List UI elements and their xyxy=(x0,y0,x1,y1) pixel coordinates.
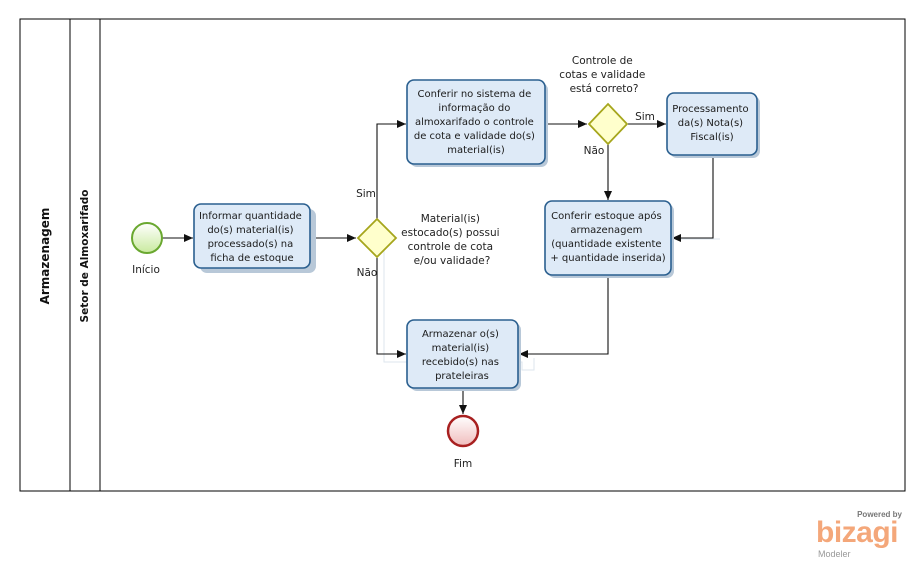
lane-label: Setor de Almoxarifado xyxy=(79,190,91,323)
end-event-label: Fim xyxy=(454,458,472,470)
task-processamento-text: Processamento da(s) Nota(s) Fiscal(is) xyxy=(672,104,752,143)
flow-g1-nao-to-armazenar[interactable] xyxy=(376,258,406,358)
gateway-g1[interactable]: Material(is) estocado(s) possui controle… xyxy=(356,188,503,279)
gateway-g2-no-label: Não xyxy=(584,145,605,157)
start-event-circle[interactable] xyxy=(131,222,163,254)
brand-product-text: Modeler xyxy=(818,549,851,559)
task-processamento[interactable]: Processamento da(s) Nota(s) Fiscal(is) xyxy=(666,92,760,158)
flow-processamento-to-conferir-estoque[interactable] xyxy=(672,157,714,242)
flow-g1-sim-to-conferir[interactable] xyxy=(376,120,406,220)
gateway-g2[interactable]: Controle de cotas e validade está corret… xyxy=(559,55,655,157)
gateway-diamond[interactable] xyxy=(356,217,398,259)
end-event-circle[interactable] xyxy=(446,414,480,448)
gateway-g1-question: Material(is) estocado(s) possui controle… xyxy=(401,213,503,267)
flow-conferir-estoque-to-armazenar[interactable] xyxy=(519,276,609,358)
gateway-g2-question: Controle de cotas e validade está corret… xyxy=(559,55,648,95)
sequence-flows xyxy=(162,120,714,414)
task-armazenar-text: Armazenar o(s) material(is) recebido(s) … xyxy=(422,329,502,382)
task-armazenar[interactable]: Armazenar o(s) material(is) recebido(s) … xyxy=(406,319,521,391)
task-conferir-sistema[interactable]: Conferir no sistema de informação do alm… xyxy=(406,79,548,167)
brand-powered-text: Powered by xyxy=(857,510,902,519)
task-box[interactable] xyxy=(193,203,311,269)
start-event[interactable]: Início xyxy=(131,222,163,276)
gateway-g1-no-label: Não xyxy=(357,267,378,279)
task-conferir-estoque-text: Conferir estoque após armazenagem (quant… xyxy=(550,210,665,264)
pool-label: Armazenagem xyxy=(38,208,52,305)
gateway-diamond[interactable] xyxy=(587,102,629,146)
task-informar[interactable]: Informar quantidade do(s) material(is) p… xyxy=(193,203,316,273)
brand-name-text: bizagi xyxy=(816,516,899,549)
task-box[interactable] xyxy=(544,200,672,276)
task-informar-text: Informar quantidade do(s) material(is) p… xyxy=(199,211,305,264)
task-box[interactable] xyxy=(666,92,758,156)
task-conferir-sistema-text: Conferir no sistema de informação do alm… xyxy=(414,89,538,156)
end-event[interactable]: Fim xyxy=(446,414,480,470)
gateway-g1-yes-label: Sim xyxy=(356,188,376,200)
task-conferir-estoque[interactable]: Conferir estoque após armazenagem (quant… xyxy=(544,200,674,278)
bizagi-logo: Powered by bizagi Modeler xyxy=(814,508,904,564)
task-box[interactable] xyxy=(406,79,546,165)
gateway-g2-yes-label: Sim xyxy=(635,111,655,123)
start-event-label: Início xyxy=(132,264,160,276)
task-box[interactable] xyxy=(406,319,519,389)
